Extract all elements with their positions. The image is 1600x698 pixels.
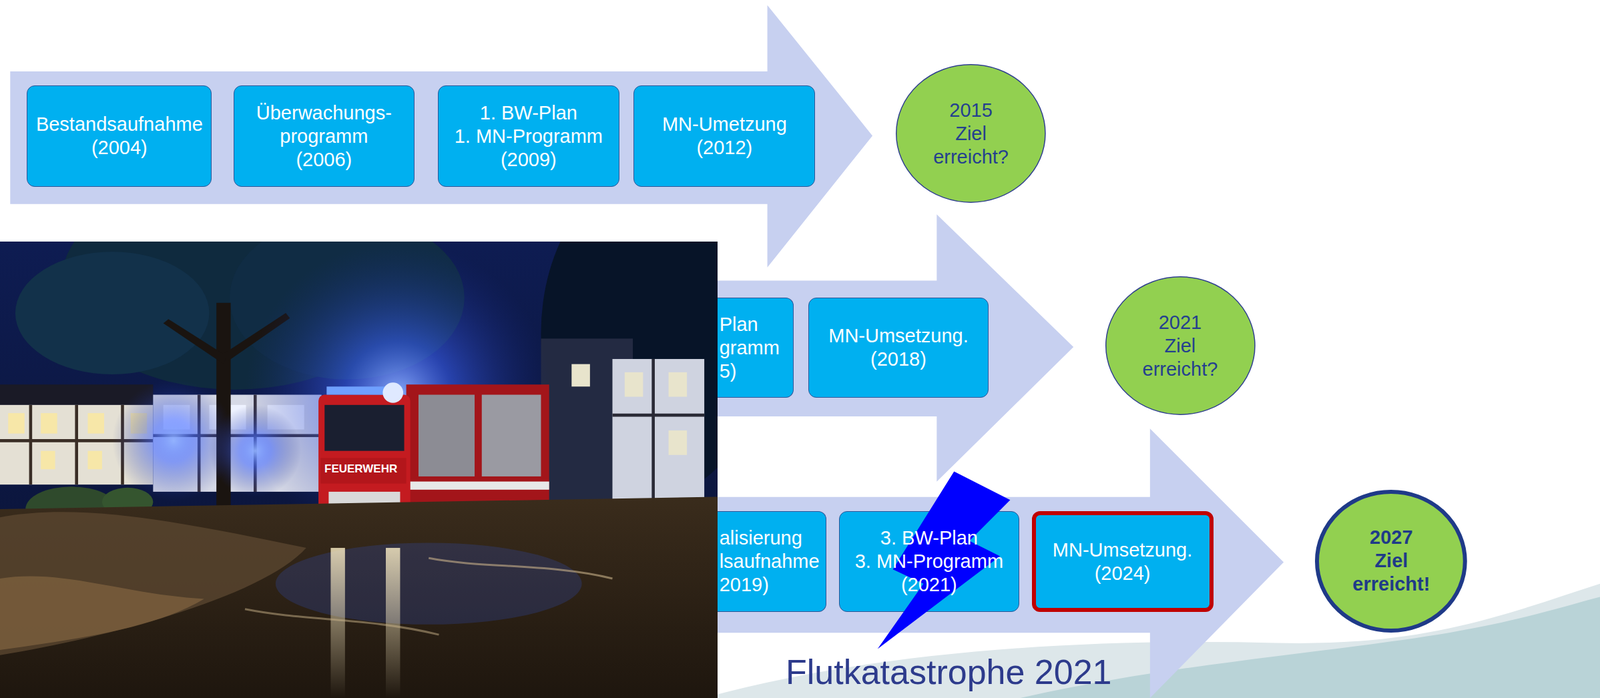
milestone-box: Bestandsaufnahme (2004) xyxy=(26,85,212,187)
house xyxy=(88,451,103,470)
tree xyxy=(15,251,210,375)
blue-light-glow xyxy=(208,405,302,498)
fire-truck xyxy=(406,481,550,490)
goal-circle: 2027 Ziel erreicht! xyxy=(1314,489,1468,633)
milestone-text: alisierung lsaufnahme 2019) xyxy=(719,526,820,597)
milestone-box: 1. BW-Plan 1. MN-Programm (2009) xyxy=(437,85,620,187)
house xyxy=(612,359,705,513)
goal-text: 2021 Ziel erreicht? xyxy=(1142,311,1219,382)
milestone-box-partial: alisierung lsaufnahme 2019) xyxy=(717,511,827,613)
vehicle-lettering: FEUERWEHR xyxy=(324,462,398,476)
fire-truck xyxy=(324,405,404,452)
milestone-text: Plan gramm 5) xyxy=(719,313,780,384)
fire-truck xyxy=(320,457,406,484)
house xyxy=(8,413,25,434)
house xyxy=(571,364,687,456)
milestone-text: Überwachungs- programm (2006) xyxy=(256,101,392,172)
fire-truck xyxy=(481,395,542,477)
house xyxy=(40,413,57,434)
house xyxy=(668,430,688,456)
goal-circle-outline xyxy=(896,64,1046,203)
house xyxy=(74,405,79,485)
milestone-text: 3. BW-Plan 3. MN-Programm (2021) xyxy=(855,526,1004,597)
flood-water xyxy=(244,609,440,635)
goal-text: 2027 Ziel erreicht! xyxy=(1352,525,1430,597)
house xyxy=(651,359,655,513)
house xyxy=(612,413,705,418)
flood-water xyxy=(330,548,345,698)
house xyxy=(88,413,105,434)
event-label: Flutkatastrophe 2021 xyxy=(785,652,1113,693)
milestone-box: MN-Umsetzung. (2018) xyxy=(808,297,990,398)
flood-water xyxy=(385,548,400,698)
house xyxy=(624,372,644,398)
goal-circle: 2015 Ziel erreicht? xyxy=(895,64,1046,203)
milestone-text: 1. BW-Plan 1. MN-Programm (2009) xyxy=(454,101,603,172)
goal-circle: 2021 Ziel erreicht? xyxy=(1105,276,1256,416)
house xyxy=(612,359,705,513)
milestone-text: MN-Umetzung (2012) xyxy=(662,112,787,160)
fire-truck xyxy=(382,382,404,404)
milestone-text: MN-Umsetzung. (2024) xyxy=(1052,538,1193,586)
milestone-box: MN-Umsetzung. (2024) xyxy=(1031,511,1214,613)
milestone-text: Bestandsaufnahme (2004) xyxy=(36,112,203,160)
milestone-text: MN-Umsetzung. (2018) xyxy=(828,324,969,372)
milestone-box: MN-Umetzung (2012) xyxy=(633,85,816,187)
flood-water xyxy=(0,576,205,651)
fire-truck xyxy=(418,395,475,477)
flood-water xyxy=(0,497,718,698)
milestone-box: Überwachungs- programm (2006) xyxy=(233,85,415,187)
milestone-box: 3. BW-Plan 3. MN-Programm (2021) xyxy=(839,511,1020,613)
tree-trunk xyxy=(163,319,227,364)
goal-circle-outline xyxy=(1105,277,1255,415)
flood-water xyxy=(0,497,718,698)
flood-water xyxy=(0,511,307,655)
house xyxy=(29,405,33,485)
flood-water xyxy=(428,558,613,579)
flood-water xyxy=(275,542,583,625)
house xyxy=(40,451,55,470)
goal-text: 2015 Ziel erreicht? xyxy=(933,98,1009,169)
goal-circle-outline xyxy=(1316,491,1466,631)
timeline-arrow xyxy=(10,5,873,268)
lightning-bolt xyxy=(877,471,1011,650)
milestone-box-partial: Plan gramm 5) xyxy=(717,297,795,398)
house xyxy=(571,364,591,388)
house xyxy=(668,372,688,398)
